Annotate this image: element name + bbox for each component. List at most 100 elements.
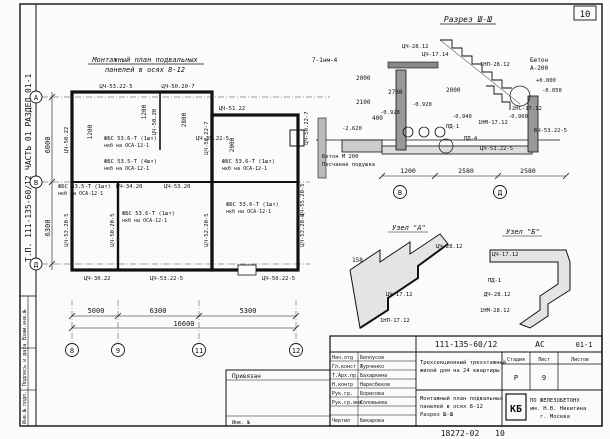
axis-row-d: Д — [34, 261, 39, 269]
plan-title-1: Монтажный план подвальных — [91, 56, 198, 64]
sig-name: Наресбеков — [360, 381, 390, 388]
dim-bottom: 6300 — [150, 307, 167, 315]
axis-row-a: А — [34, 94, 39, 102]
fbs-note: нкб на ОСА-12-1 — [104, 142, 149, 149]
sig-role: Рук.гр.инж — [332, 400, 362, 406]
section-note: ЦЧ-17.14 — [422, 52, 449, 58]
section-dim: 1200 — [400, 167, 416, 175]
dim-inner: 1200 — [141, 104, 148, 119]
panel-label: ЦЧ-53.22-5 — [99, 84, 132, 90]
level-mark: -0.920 — [380, 110, 400, 116]
level-mark: -0.940 — [452, 114, 472, 120]
axis-col-8: 8 — [70, 347, 74, 355]
panel-label: ЦЧ-53.20 — [164, 184, 191, 190]
node-b-label: ЦЧ-17.12 — [492, 252, 519, 258]
panel-label: ЦЧ-35.22-5 — [196, 136, 229, 142]
project-code: Т.П. 111-135-60/12 — [24, 175, 33, 262]
section-axis-v: В — [398, 189, 402, 197]
part-label: ЧАСТЬ 01 РАЗДЕЛ 01-1 — [24, 73, 33, 170]
sig-role: Т.Арх.пр. — [332, 373, 359, 379]
panel-label: ЦЧ-53.22-5 — [150, 276, 183, 282]
section-note: ПД-1 — [446, 124, 459, 130]
fbs-note: нкб на ОСА-12-1 — [226, 208, 271, 215]
node-b-label: 1НМ-28.12 — [480, 308, 510, 314]
panel-label: ЦЧ-51.22 — [219, 106, 246, 112]
panel-label: ЦЧ-50.22 — [64, 127, 70, 154]
section-note: 1НП-28.12 — [480, 62, 510, 68]
footer-page: 10 — [495, 429, 505, 438]
panel-label: ЦЧ-34.20 — [116, 184, 143, 190]
org-line: им. Н.В. Никитина — [530, 406, 586, 412]
section-dim: 2580 — [520, 167, 536, 175]
node-a-label: ЦЧ-28.12 — [436, 244, 463, 250]
section-dim: 2780 — [388, 89, 403, 96]
org-line: ПО ЖЕЛЕЗОБЕТОНУ — [530, 398, 580, 404]
title-plan-1: Монтажный план подвальных — [420, 396, 503, 402]
fbs-note: нкб на ОСА-12-1 — [104, 165, 149, 172]
node-a-label: 1НП-17.12 — [380, 318, 410, 324]
node-b-label: ПД-1 — [488, 278, 501, 284]
section-note: Бетон М 200 — [322, 154, 358, 160]
section-title: Разрез Ш-Ш — [444, 15, 492, 24]
section-note: Песчаная подушка — [322, 162, 375, 168]
axis-col-11: 11 — [195, 347, 203, 355]
dim-bottom: 5000 — [88, 307, 105, 315]
basement-plan: Монтажный план подвальных панелей в осях… — [29, 56, 330, 357]
section-note: ЦЧ-53.22-5 — [480, 146, 513, 152]
section-dim: 2580 — [458, 167, 474, 175]
level-mark: -2.620 — [342, 126, 362, 132]
sig-name: Белоусов — [360, 355, 384, 361]
title-sheet-part: АС — [535, 340, 545, 349]
panel-label: ЦЧ-55.20-5 — [300, 183, 306, 216]
axis-row-v: В — [34, 179, 38, 187]
footer-number: 18272-02 — [441, 429, 480, 438]
node-b-detail: Узел "Б" ЦЧ-17.12 ПД-1 ДЧ-28.12 1НМ-28.1… — [480, 228, 571, 329]
section-view: Разрез Ш-Ш 7-1нм-4 2000 2100 2780 400 Бе… — [312, 15, 570, 199]
node-a-label: ЦЧ-17.12 — [386, 292, 413, 298]
section-note: 2НС-17.12 — [512, 106, 542, 112]
section-label: Бетон — [530, 57, 548, 64]
section-label: 7-1нм-4 — [312, 57, 338, 64]
section-dim: 400 — [372, 115, 383, 122]
panel-label: ЦЧ-50.20-7 — [161, 84, 194, 90]
sheet-number: 10 — [580, 10, 591, 20]
fbs-label: ФБС 53.6-Т (1шт) — [122, 211, 175, 217]
org-line: г. Москва — [540, 414, 570, 420]
panel-label: ЦЧ-50.22-7 — [204, 121, 210, 154]
plan-title-2: панелей в осях 8-12 — [105, 66, 185, 74]
dim-left-1: 6000 — [44, 137, 52, 154]
level-mark: -0.050 — [542, 88, 562, 94]
level-mark: +0.000 — [536, 78, 556, 84]
sig-name: Борисова — [360, 391, 384, 397]
section-axis-d: Д — [498, 189, 503, 197]
stamp-label-1: Взам.инв.№ — [22, 310, 28, 340]
node-a-label: 158 — [352, 257, 363, 264]
section-note: БЧ-53.22-5 — [534, 128, 567, 134]
sig-role: Чертил — [332, 418, 350, 424]
org-logo-box — [505, 393, 527, 421]
dim-left-2: 6300 — [44, 220, 52, 237]
sig-role: Нач.отд — [332, 355, 353, 361]
stamp-label-2: Подпись и дата — [22, 344, 28, 386]
sig-role: Н.контр — [332, 382, 353, 388]
inv-label: Инв. № — [232, 420, 250, 426]
panel-label: ЦЧ-50.22-5 — [262, 276, 295, 282]
node-b-label: ДЧ-28.12 — [484, 292, 511, 298]
section-note: ПД-4 — [464, 136, 478, 142]
fbs-label: ФБС 53.6-Т (1шт) — [104, 136, 157, 142]
sig-role: Гл.конст — [332, 364, 356, 370]
sig-name: Бахаркина — [360, 373, 387, 379]
section-label: А-200 — [530, 65, 548, 72]
axis-col-9: 9 — [116, 347, 120, 355]
stage-header: Стадия — [507, 357, 525, 363]
level-mark: -0.920 — [412, 102, 432, 108]
panel-label: ЦЧ-53.20-4 — [300, 213, 306, 247]
fbs-label: ФБС 53.6-Т (1шт) — [226, 202, 279, 208]
privyazan-label: Привязан — [232, 373, 261, 380]
fbs-label: ФБС 53.5-Т (1шт) — [58, 184, 111, 190]
section-dim: 2000 — [356, 75, 371, 82]
sig-role: Рук.гр. — [332, 391, 353, 397]
title-plan-2: панелей в осях 8-12 — [420, 404, 483, 410]
